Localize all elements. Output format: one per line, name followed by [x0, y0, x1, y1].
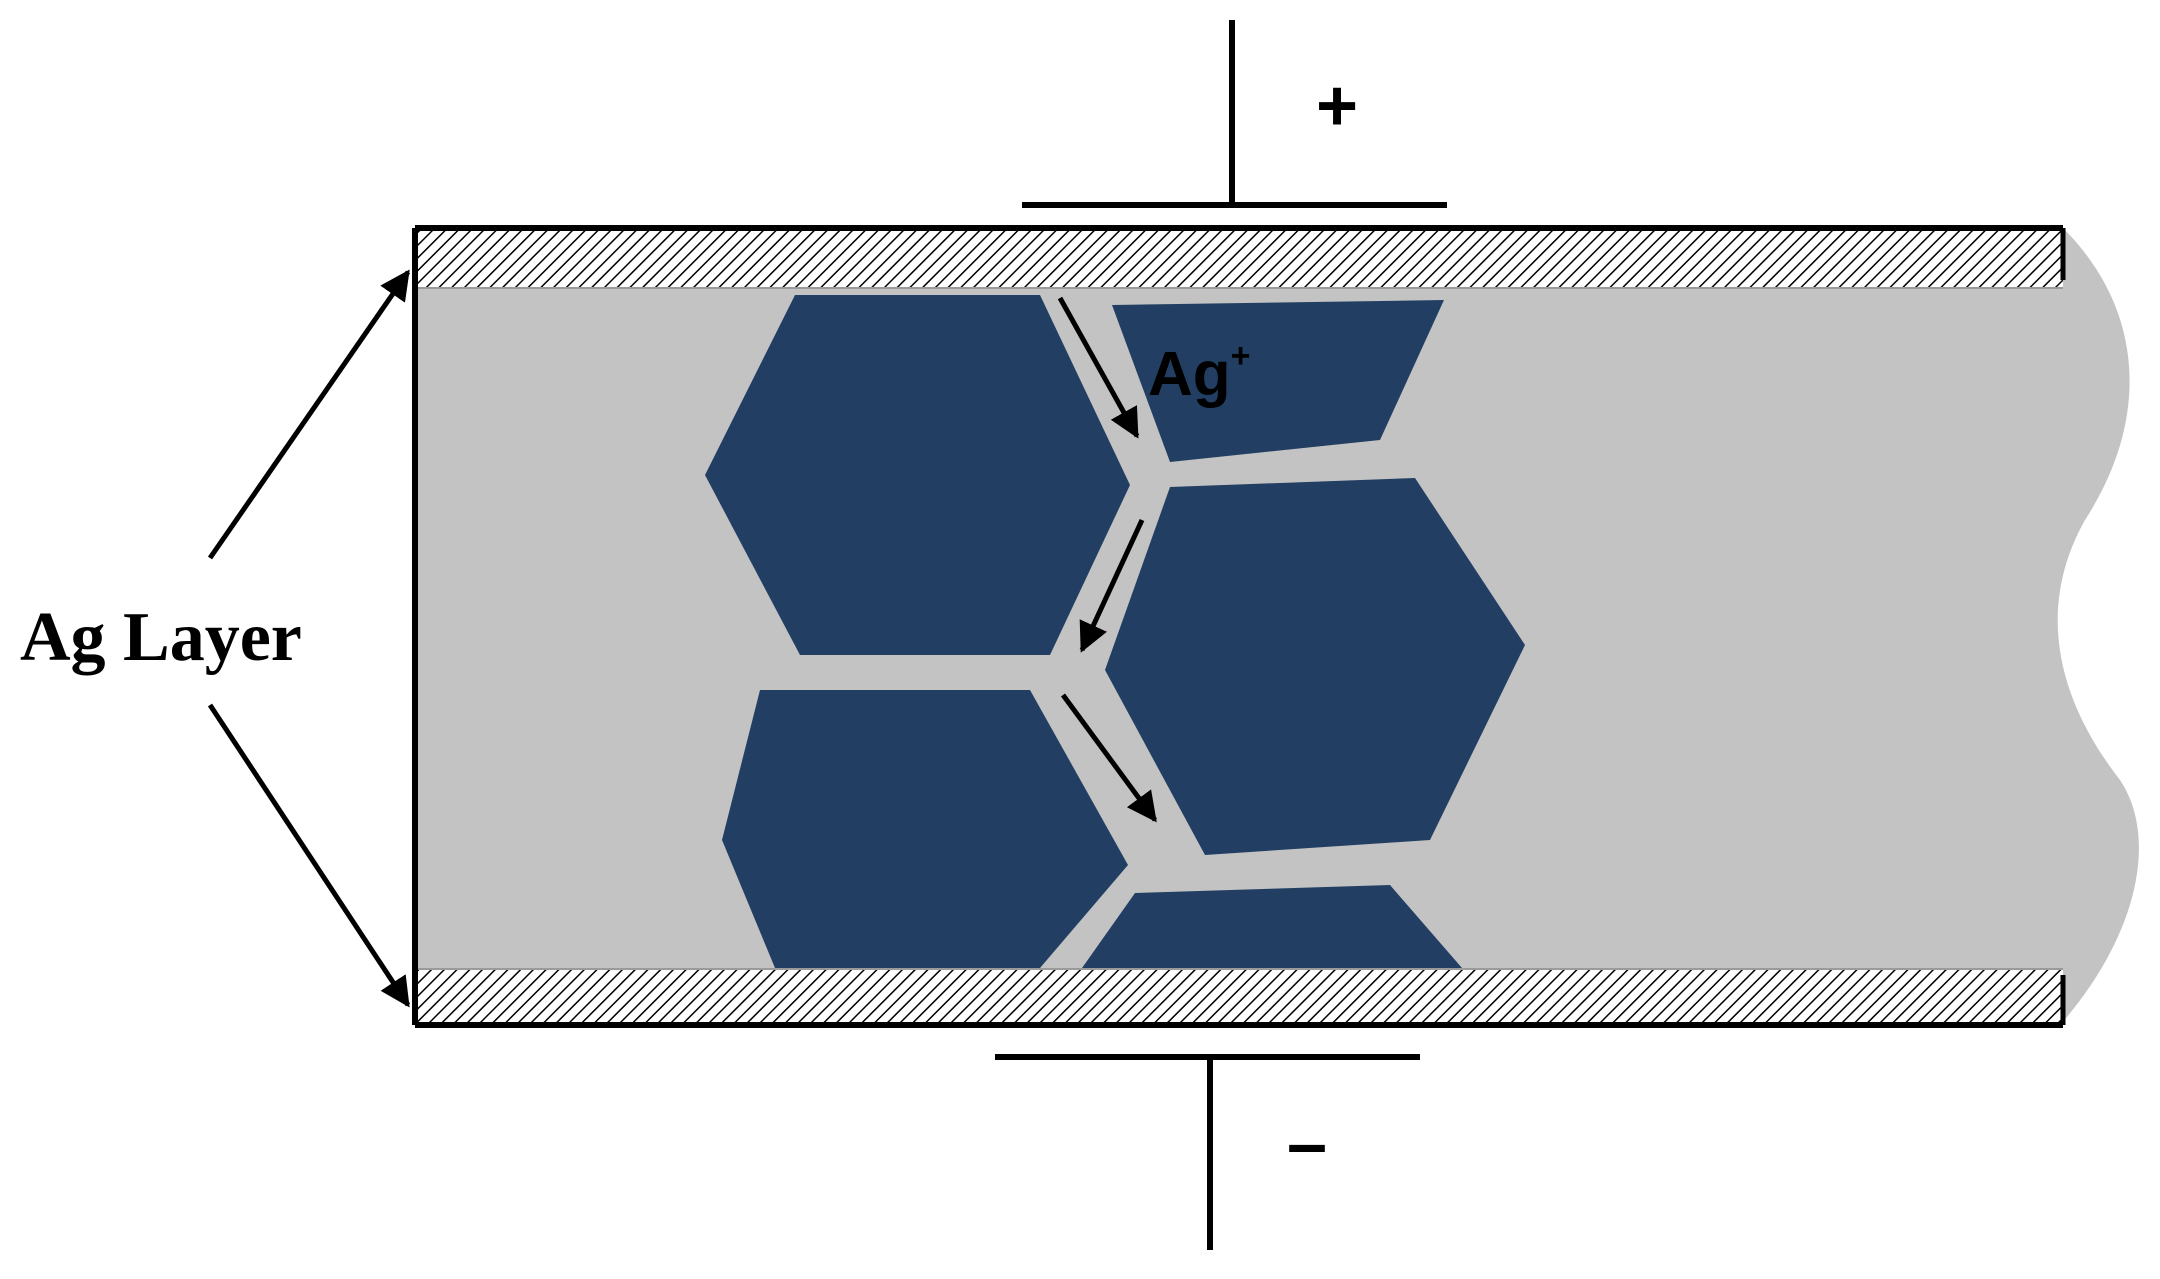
positive-sign: + — [1316, 66, 1358, 146]
top-electrode-strip — [415, 228, 2063, 288]
ion-arrow-3 — [1060, 693, 1158, 823]
grain-bottom-right — [1082, 885, 1462, 968]
layer-arrow-up — [207, 269, 411, 560]
grain-middle-right — [1105, 478, 1525, 855]
layer-arrow-down — [207, 703, 411, 1008]
ion-arrow-1 — [1057, 296, 1140, 439]
negative-sign: – — [1287, 1104, 1327, 1184]
bottom-electrode-strip — [415, 969, 2063, 1025]
ion-label: Ag+ — [1148, 337, 1251, 409]
layer-label: Ag Layer — [20, 599, 302, 676]
grain-bottom-left — [722, 690, 1128, 968]
ion-arrow-2 — [1079, 518, 1145, 653]
grain-top-right — [1112, 300, 1444, 462]
ion-charge: + — [1231, 337, 1251, 375]
grain-top-left — [705, 295, 1130, 655]
